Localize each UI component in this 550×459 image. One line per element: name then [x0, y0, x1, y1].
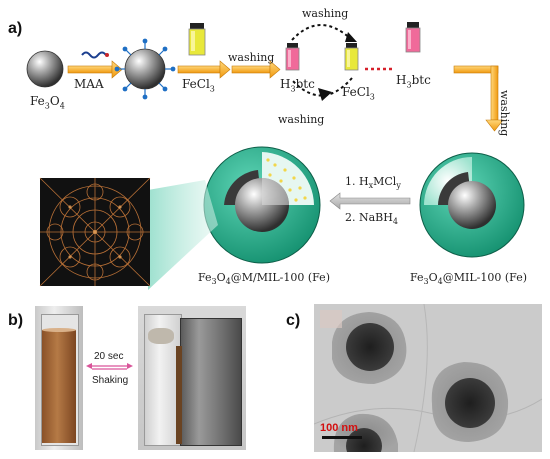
arrow-washing-1 [231, 60, 281, 79]
maa-molecule-icon [81, 51, 107, 59]
label-hxmcly: 1. HxMCly [345, 175, 401, 191]
label-cycle-washing-top: washing [302, 7, 349, 20]
metal-loaded-sphere [203, 146, 321, 264]
tem-particle-2 [431, 362, 509, 442]
label-final-h3btc: H3btc [396, 73, 431, 90]
scale-bar-label: 100 nm [320, 422, 358, 434]
vial-h3btc-icon [285, 43, 300, 71]
mof-lattice-inset [39, 177, 151, 287]
cuvette-photo-dispersed [35, 306, 83, 450]
label-washing-vertical: washing [498, 90, 511, 137]
scheme-graphics [26, 22, 525, 290]
vial-h3btc-final-icon [405, 22, 421, 53]
tem-particle-3 [333, 413, 398, 452]
label-cycle-fecl3: FeCl3 [342, 85, 375, 102]
functionalized-sphere [114, 38, 176, 100]
arrow-maa [67, 60, 123, 79]
tem-particle-1 [332, 312, 407, 384]
tem-image: 100 nm [314, 304, 542, 452]
label-maa: MAA [74, 77, 104, 91]
label-product-right: Fe3O4@MIL-100 (Fe) [410, 271, 528, 287]
core-shell-sphere [419, 152, 525, 258]
label-shaking: Shaking [92, 375, 129, 386]
panel-label-b: b) [8, 312, 24, 329]
panel-label-a: a) [8, 20, 23, 37]
magnet-block [180, 318, 242, 446]
panel-label-c: c) [286, 312, 301, 329]
cuvette-photo-separated [138, 306, 246, 450]
label-cycle-washing-bottom: washing [278, 113, 325, 126]
label-time: 20 sec [94, 351, 124, 362]
cycle-arc-top [291, 24, 353, 41]
brown-suspension [42, 330, 76, 443]
cycle-arc-bottom [291, 77, 353, 97]
arrow-fecl3 [177, 60, 231, 79]
label-cycle-h3btc: H3btc [280, 77, 315, 94]
label-washing-1: washing [228, 51, 275, 64]
label-fecl3: FeCl3 [182, 77, 215, 94]
label-product-left: Fe3O4@M/MIL-100 (Fe) [198, 271, 330, 287]
fe3o4-core-sphere [26, 50, 64, 88]
zoom-projection-cone [148, 180, 218, 290]
label-fe3o4: Fe3O4 [30, 94, 65, 111]
vial-fecl3-cycle-icon [344, 43, 359, 71]
scale-bar [322, 436, 362, 439]
arrow-washing-elbow [453, 65, 504, 132]
arrow-metal-loading [329, 192, 411, 210]
label-nabh4: 2. NaBH4 [345, 211, 398, 227]
vial-fecl3-icon [188, 23, 206, 56]
